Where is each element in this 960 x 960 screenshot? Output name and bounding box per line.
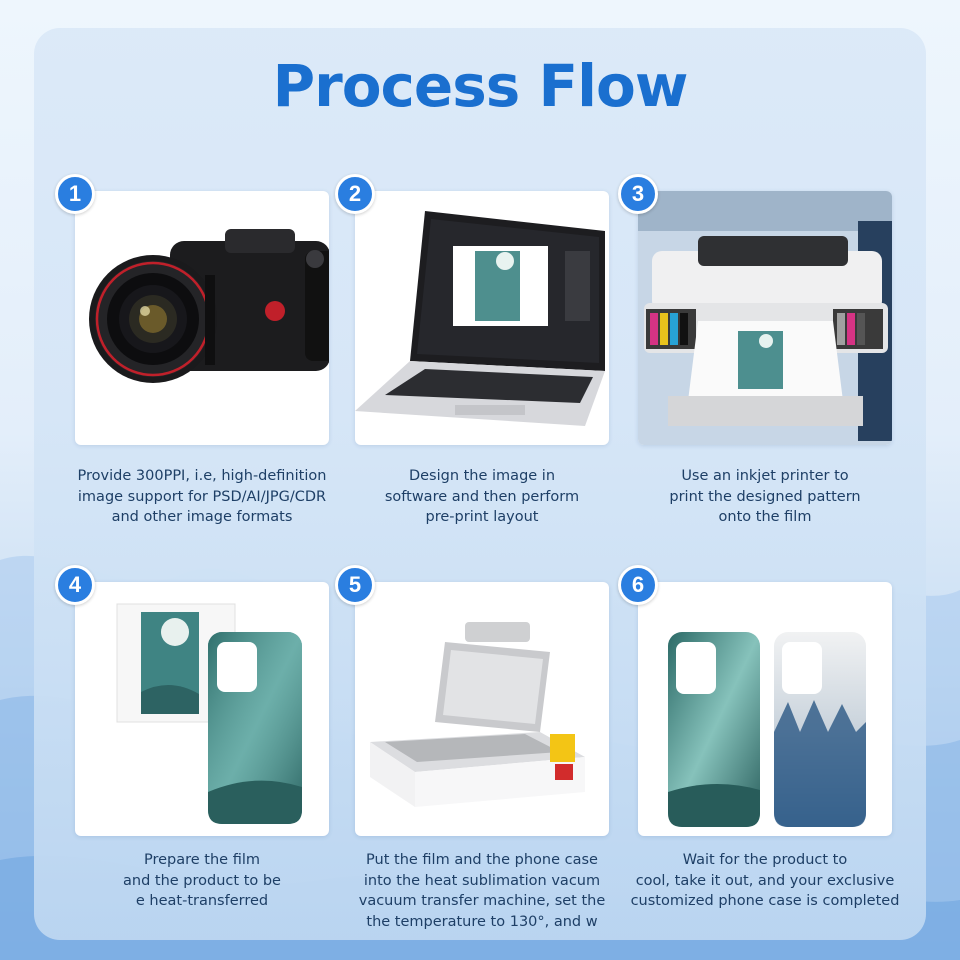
caption-line: software and then perform	[384, 488, 580, 505]
caption-line: print the designed pattern	[669, 488, 861, 505]
step-4-badge: 4	[55, 565, 95, 605]
caption-line: customized phone case is completed	[630, 893, 900, 909]
step-5-badge: 5	[335, 565, 375, 605]
step-3-caption: Use an inkjet printer to print the desig…	[625, 466, 905, 528]
step-4-caption: Prepare the film and the product to be e…	[62, 850, 342, 912]
step-2-caption: Design the image in software and then pe…	[342, 466, 622, 528]
step-3-card	[638, 191, 892, 445]
caption-line: Put the film and the phone case	[366, 852, 598, 868]
caption-line: the temperature to 130°, and w	[366, 913, 598, 930]
step-6-badge: 6	[618, 565, 658, 605]
step-1-card	[75, 191, 329, 445]
page-title: Process Flow	[272, 52, 689, 120]
step-1-badge: 1	[55, 174, 95, 214]
phone-cases-icon	[668, 632, 866, 827]
film-and-case-icon	[116, 603, 302, 824]
step-4-card	[75, 582, 329, 836]
camera-icon	[89, 229, 329, 383]
step-5-caption: Put the film and the phone case into the…	[342, 850, 622, 932]
caption-line: Design the image in	[408, 468, 556, 484]
caption-line: Use an inkjet printer to	[681, 468, 849, 484]
laptop-icon	[355, 211, 605, 426]
caption-line: and the product to be	[123, 872, 281, 889]
caption-line: Prepare the film	[143, 852, 260, 868]
caption-line: Wait for the product to	[682, 852, 848, 868]
caption-line: and other image formats	[111, 509, 293, 525]
caption-line: e heat-transferred	[135, 893, 269, 909]
printer-icon	[638, 191, 892, 445]
step-2-badge: 2	[335, 174, 375, 214]
step-1-caption: Provide 300PPI, i.e, high-definition ima…	[62, 466, 342, 528]
step-5-card	[355, 582, 609, 836]
step-6-caption: Wait for the product to cool, take it ou…	[625, 850, 905, 912]
caption-line: vacuum transfer machine, set the	[358, 893, 606, 909]
caption-line: pre-print layout	[425, 509, 539, 525]
caption-line: Provide 300PPI, i.e, high-definition	[77, 468, 327, 484]
heat-press-machine-icon	[370, 622, 585, 807]
caption-line: image support for PSD/AI/JPG/CDR	[77, 488, 327, 505]
caption-line: onto the film	[718, 509, 812, 525]
caption-line: cool, take it out, and your exclusive	[635, 872, 895, 889]
step-2-card	[355, 191, 609, 445]
step-3-badge: 3	[618, 174, 658, 214]
step-6-card	[638, 582, 892, 836]
caption-line: into the heat sublimation vacum	[363, 872, 601, 889]
